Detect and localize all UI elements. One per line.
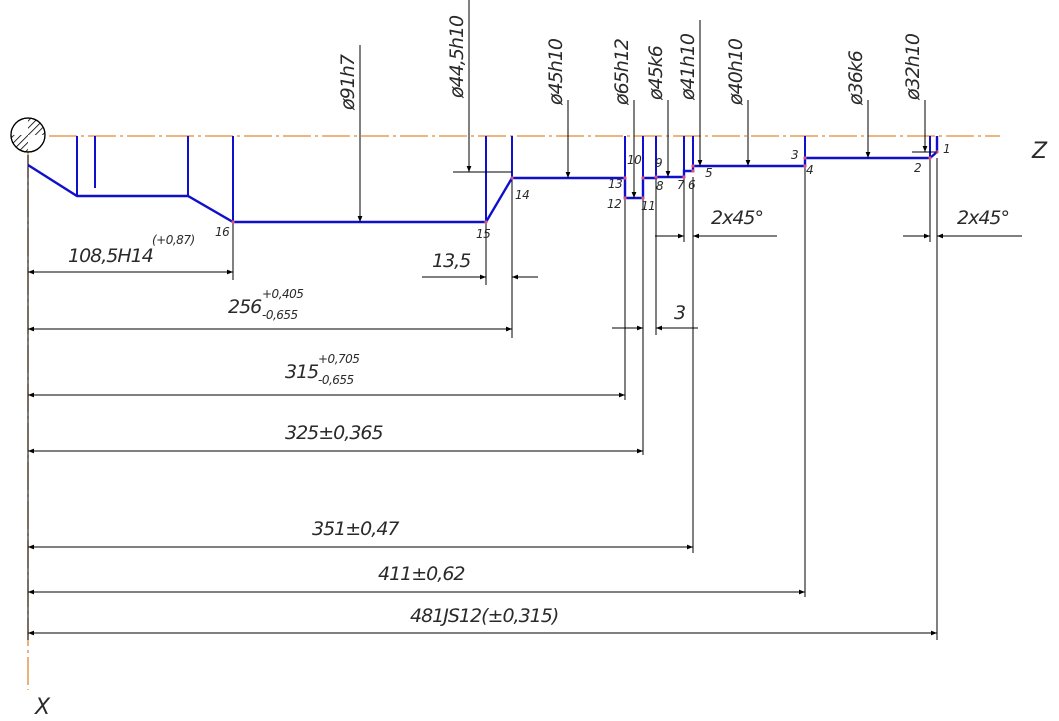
point-label-3: 3: [791, 148, 798, 162]
dim-411: 411±0,62: [28, 563, 805, 595]
extension-lines: [27, 155, 938, 640]
dia-label-65: ø65h12: [611, 39, 633, 106]
dim-tol-108: (+0,87): [152, 233, 195, 247]
dim-13-5: 13,5: [422, 250, 538, 280]
point-label-4: 4: [806, 163, 813, 177]
dim-315: 315 +0,705 -0,655: [28, 352, 625, 398]
dim-256: 256 +0,405 -0,655: [28, 287, 512, 332]
dim-label-411: 411±0,62: [378, 563, 465, 585]
dim-upper-315: +0,705: [318, 352, 359, 366]
chamfer-label-1: 2x45°: [711, 207, 763, 229]
origin-symbol: [10, 117, 46, 153]
dia-label-45h10: ø45h10: [545, 38, 567, 106]
dim-label-315: 315: [285, 361, 319, 383]
chamfer-dimensions: 2x45° 2x45°: [655, 207, 1022, 239]
point-label-11: 11: [641, 199, 655, 213]
point-markers: [231, 150, 939, 224]
z-axis-label: Z: [1031, 139, 1048, 164]
point-label-1: 1: [943, 142, 950, 156]
dia-label-41: ø41h10: [677, 33, 699, 101]
part-profile: [27, 136, 939, 224]
dia-label-44-5: ø44,5h10: [446, 15, 468, 99]
dim-325: 325±0,365: [28, 422, 643, 454]
dim-label-481: 481JS12(±0,315): [410, 605, 558, 627]
profile-reference-lines: [76, 136, 938, 222]
diameter-labels: ø91h7 ø44,5h10 ø45h10 ø65h12 ø45k6 ø41h1…: [337, 15, 924, 111]
dia-label-32: ø32h10: [902, 33, 924, 101]
point-labels: 1 2 3 4 5 6 7 8 9 10 11 12 13 14 15 16: [215, 142, 951, 241]
x-axis-label: X: [34, 695, 51, 720]
dim-label-325: 325±0,365: [285, 422, 383, 444]
dim-label-13-5: 13,5: [432, 250, 471, 272]
point-label-6: 6: [688, 178, 696, 192]
dim-lower-256: -0,655: [262, 308, 298, 322]
diameter-leaders: [357, 0, 937, 222]
dim-label-256: 256: [228, 296, 262, 318]
dia-label-45k6: ø45k6: [645, 45, 667, 101]
point-label-8: 8: [656, 179, 664, 193]
dim-label-108: 108,5H14: [68, 245, 153, 267]
dia-label-36: ø36k6: [845, 50, 867, 106]
dim-108: 108,5H14 (+0,87): [28, 233, 233, 275]
dim-label-3: 3: [674, 302, 685, 324]
dim-label-351: 351±0,47: [312, 518, 399, 540]
point-label-2: 2: [914, 161, 921, 175]
dim-351: 351±0,47: [28, 518, 693, 550]
point-label-16: 16: [215, 225, 230, 239]
chamfer-label-2: 2x45°: [957, 207, 1009, 229]
dim-3: 3: [612, 302, 698, 331]
point-label-7: 7: [677, 178, 685, 192]
point-label-12: 12: [607, 197, 621, 211]
point-label-13: 13: [608, 177, 622, 191]
point-label-14: 14: [515, 188, 529, 202]
point-label-9: 9: [655, 156, 662, 170]
point-label-5: 5: [705, 166, 712, 180]
dim-481: 481JS12(±0,315): [28, 605, 937, 636]
dia-label-40: ø40h10: [725, 38, 747, 106]
dim-upper-256: +0,405: [262, 287, 303, 301]
dia-label-91: ø91h7: [337, 54, 359, 111]
dim-lower-315: -0,655: [318, 373, 354, 387]
point-label-10: 10: [627, 153, 642, 167]
point-label-15: 15: [476, 227, 490, 241]
